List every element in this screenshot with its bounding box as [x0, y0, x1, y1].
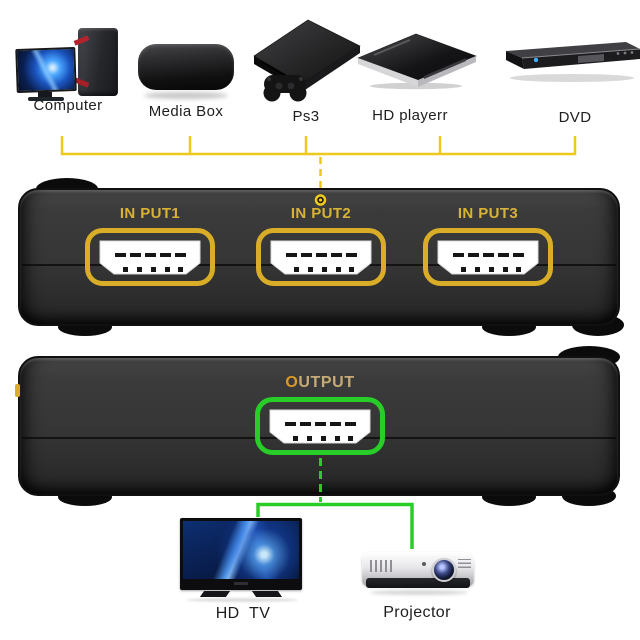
projector-icon: [358, 546, 480, 600]
hdmi-port-icon: [85, 228, 215, 286]
computer-icon: [15, 20, 120, 104]
output-label: OUTPUT: [255, 374, 385, 392]
input-2-label: IN PUT2: [290, 205, 352, 222]
monitor-stand: [38, 92, 52, 98]
dvd-player-body: [506, 42, 640, 82]
ps3-icon: [253, 19, 361, 102]
projector-shadow: [370, 590, 468, 595]
sink-label-projector: Projector: [383, 604, 451, 621]
hdmi-input-port-1: IN PUT1: [85, 205, 215, 286]
sink-label-hd-tv: HD TV: [215, 605, 271, 622]
hdmi-input-port-3: IN PUT3: [423, 205, 553, 286]
output-label-rest: UTPUT: [298, 374, 355, 391]
tv-shadow: [186, 598, 298, 602]
hd-tv-icon: [178, 514, 308, 606]
media-box-body: [138, 44, 234, 90]
source-label-computer: Computer: [33, 97, 103, 114]
projector-vents: [370, 560, 394, 572]
hd-player-body: [357, 33, 477, 90]
input-bracket: [60, 136, 577, 156]
projector-button: [422, 562, 426, 566]
computer-monitor: [15, 46, 77, 94]
hdmi-input-port-2: IN PUT2: [256, 205, 386, 286]
source-label-media-box: Media Box: [148, 103, 224, 120]
hdmi-port-icon: [423, 228, 553, 286]
input-1-label: IN PUT1: [119, 205, 181, 222]
input-3-label: IN PUT3: [457, 205, 519, 222]
hdmi-port-icon: [255, 397, 385, 455]
projector-base: [366, 578, 470, 588]
side-led: [15, 384, 20, 397]
monitor-base: [28, 97, 64, 101]
source-label-ps3: Ps3: [292, 108, 320, 125]
hdmi-port-icon: [256, 228, 386, 286]
output-label-first-letter: O: [285, 374, 299, 391]
tv-logo: [234, 582, 248, 585]
media-box-shadow: [144, 92, 228, 99]
source-label-hd-player: HD playerr: [372, 107, 448, 124]
source-label-dvd: DVD: [558, 109, 592, 126]
tv-leg: [199, 591, 231, 597]
dvd-player-icon: [506, 42, 640, 82]
tv-leg: [251, 591, 283, 597]
projector-vents: [458, 559, 471, 568]
hd-player-icon: [357, 33, 477, 90]
ps3-controller: [263, 75, 307, 102]
tv-screen: [183, 521, 299, 579]
media-box-icon: [136, 42, 236, 102]
hdmi-output-port: OUTPUT: [255, 374, 385, 455]
projector-lens: [432, 558, 456, 582]
